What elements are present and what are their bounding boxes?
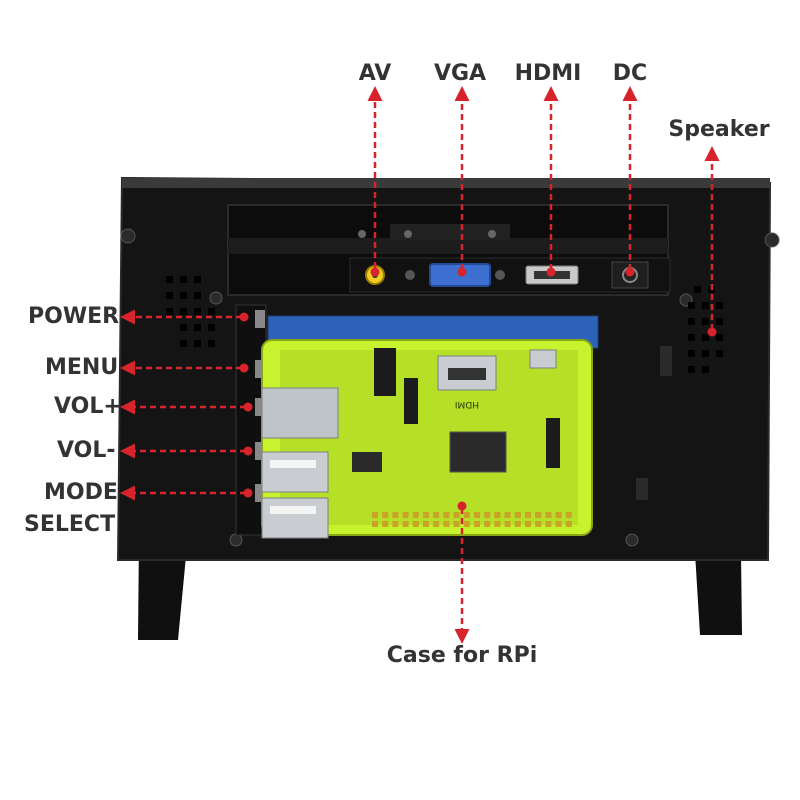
usb-port [261,497,329,539]
screw [488,230,496,238]
screw [404,230,412,238]
side-tab [660,346,672,376]
gpio-pin [443,512,450,518]
gpio-pin [412,521,419,527]
gpio-pin [423,512,429,518]
driver-connector [390,224,510,240]
gpio-pin [555,512,562,518]
heatsink-fins [228,238,668,254]
gpio-pin [433,521,440,527]
gpio-pin [453,521,460,527]
gpio-pin [433,512,440,518]
hdmi-label: HDMI [514,61,582,86]
gpio-pin [514,521,521,527]
gpio-pin [392,512,399,518]
ethernet-port [261,387,339,439]
gpio-pin [474,521,480,527]
screw [625,533,639,547]
gpio-header [372,512,572,527]
power-label: POWER [28,304,120,329]
screw [209,291,223,305]
small-chip [352,452,382,472]
gpio-pin [423,521,429,527]
gpio-pin [484,521,491,527]
vol-up-button [255,398,265,416]
menu-label: MENU [45,355,119,380]
vol-up-label: VOL+ [54,394,122,419]
mode-label: MODE [44,480,118,505]
gpio-pin [402,521,409,527]
gpio-pin [545,521,552,527]
gpio-pin [555,521,562,527]
gpio-pin [474,512,480,518]
gpio-pin [372,512,378,518]
vga-screw [405,270,415,280]
mode-select-button [255,484,265,502]
rpi-hdmi-slot [448,368,486,380]
camera-connector [404,378,418,424]
gpio-pin [412,512,419,518]
usb-slot [270,506,316,514]
dc-label: DC [612,61,648,86]
gpio-pin [494,521,501,527]
gpio-pin [565,521,572,527]
gpio-pin [525,512,531,518]
vol-down-label: VOL- [57,438,116,463]
frame-top-edge [122,178,770,188]
gpio-pin [463,521,470,527]
screw [120,228,136,244]
gpio-pin [463,512,470,518]
screw [358,230,366,238]
gpio-pin [535,521,542,527]
gpio-pin [494,512,501,518]
usb-slot [270,460,316,468]
menu-button [255,360,265,378]
vga-label: VGA [433,61,487,86]
vol-down-button [255,442,265,460]
gpio-pin [535,512,542,518]
vga-screw [495,270,505,280]
display-connector [546,418,560,468]
micro-usb-port [529,349,557,369]
av-label: AV [358,61,392,86]
gpio-pin [525,521,531,527]
gpio-pin [514,512,521,518]
gpio-pin [545,512,552,518]
audio-jack [374,348,396,396]
gpio-pin [382,521,389,527]
speaker-label: Speaker [668,117,770,142]
gpio-pin [453,512,460,518]
left-vent-holes [166,276,215,347]
gpio-pin [402,512,409,518]
gpio-pin [372,521,378,527]
gpio-pin [484,512,491,518]
select-label: SELECT [24,512,116,537]
gpio-pin [382,512,389,518]
side-tab [636,478,648,500]
usb-port [261,451,329,493]
gpio-pin [504,512,511,518]
callout-arrows [120,86,720,644]
gpio-pin [392,521,399,527]
gpio-pin [565,512,572,518]
callout-dots [239,267,717,511]
gpio-pin [504,521,511,527]
case-label: Case for RPi [386,643,538,668]
pcb-hdmi-marking: HDMI [455,399,479,409]
gpio-pin [443,521,450,527]
screw [229,533,243,547]
screw [764,232,780,248]
soc-chip [449,431,507,473]
power-button [255,310,265,328]
